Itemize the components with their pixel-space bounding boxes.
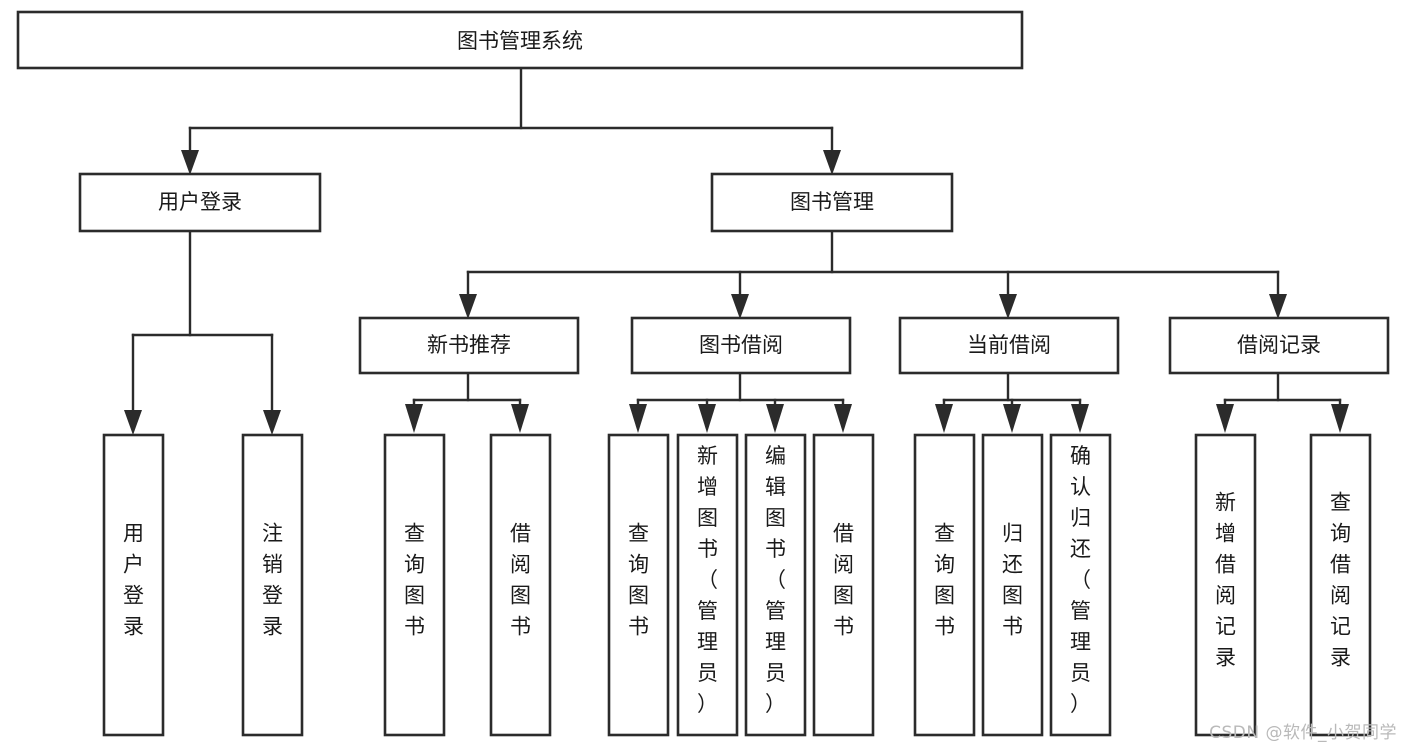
- node-leaf-query-book-3-box[interactable]: [913, 433, 976, 737]
- node-leaf-logout-login[interactable]: [241, 433, 304, 737]
- node-leaf-user-login-box[interactable]: [102, 433, 165, 737]
- node-leaf-add-book-label: 新增图书（管理员）: [697, 444, 718, 716]
- node-leaf-query-book-1-box[interactable]: [383, 433, 446, 737]
- arrow-head-leaf-add-book: [698, 404, 716, 433]
- node-leaf-query-book-3[interactable]: [913, 433, 976, 737]
- svg-text:编辑图书（管理员）: 编辑图书（管理员）: [765, 444, 786, 716]
- svg-text:查询图书: 查询图书: [934, 522, 955, 639]
- arrow-head-leaf-borrow-book-2: [834, 404, 852, 433]
- arrow-head-leaf-confirm-return: [1071, 404, 1089, 433]
- node-leaf-edit-book-label: 编辑图书（管理员）: [765, 444, 786, 716]
- arrow-head-leaf-query-book-2: [629, 404, 647, 433]
- node-borrow-record[interactable]: 借阅记录: [1168, 316, 1390, 375]
- node-leaf-borrow-book-1[interactable]: [489, 433, 552, 737]
- arrow-head-leaf-query-record: [1331, 404, 1349, 433]
- node-user-login-box[interactable]: [78, 172, 322, 233]
- arrow-head-leaf-query-book-1: [405, 404, 423, 433]
- node-book-manage-label: 图书管理: [790, 190, 874, 214]
- node-user-login[interactable]: 用户登录: [78, 172, 322, 233]
- node-leaf-confirm-return[interactable]: [1049, 433, 1112, 737]
- node-borrow-record-box[interactable]: [1168, 316, 1390, 375]
- node-new-book-rec[interactable]: 新书推荐: [358, 316, 580, 375]
- node-leaf-borrow-book-2-box[interactable]: [812, 433, 875, 737]
- arrow-head-leaf-return-book: [1003, 404, 1021, 433]
- node-current-borrow[interactable]: 当前借阅: [898, 316, 1120, 375]
- node-user-login-label: 用户登录: [158, 190, 242, 214]
- node-leaf-confirm-return-box[interactable]: [1049, 433, 1112, 737]
- node-book-borrow[interactable]: 图书借阅: [630, 316, 852, 375]
- node-root-box[interactable]: [16, 10, 1024, 70]
- node-leaf-query-record[interactable]: [1309, 433, 1372, 737]
- node-book-borrow-label: 图书借阅: [699, 333, 783, 357]
- node-leaf-add-book[interactable]: [676, 433, 739, 737]
- arrow-head-leaf-add-record: [1216, 404, 1234, 433]
- node-new-book-rec-box[interactable]: [358, 316, 580, 375]
- node-root[interactable]: 图书管理系统: [16, 10, 1024, 70]
- node-leaf-return-book-label: 归还图书: [1002, 522, 1023, 639]
- node-leaf-return-book[interactable]: [981, 433, 1044, 737]
- arrow-head-leaf-borrow-book-1: [511, 404, 529, 433]
- svg-text:新增图书（管理员）: 新增图书（管理员）: [697, 444, 718, 716]
- svg-text:借阅图书: 借阅图书: [833, 522, 854, 639]
- node-leaf-user-login-label: 用户登录: [123, 522, 144, 639]
- arrow-head-book-borrow: [731, 294, 749, 319]
- svg-text:查询借阅记录: 查询借阅记录: [1330, 491, 1351, 670]
- svg-text:归还图书: 归还图书: [1002, 522, 1023, 639]
- node-leaf-query-record-box[interactable]: [1309, 433, 1372, 737]
- node-new-book-rec-label: 新书推荐: [427, 333, 511, 357]
- node-borrow-record-label: 借阅记录: [1237, 333, 1321, 357]
- node-leaf-add-record-label: 新增借阅记录: [1215, 491, 1236, 670]
- node-leaf-query-book-2-box[interactable]: [607, 433, 670, 737]
- arrow-head-book-manage: [823, 150, 841, 175]
- arrow-head-user-login: [181, 150, 199, 175]
- leaf-label-layer: 用户登录 注销登录 查询图书 借阅图书 查询图书 新增图书（管理员） 编辑图书（管理员） 借阅…: [123, 444, 1351, 716]
- node-leaf-borrow-book-1-box[interactable]: [489, 433, 552, 737]
- node-leaf-add-record-box[interactable]: [1194, 433, 1257, 737]
- node-root-label: 图书管理系统: [457, 29, 583, 53]
- arrow-head-leaf-user-login: [124, 410, 142, 435]
- connector-layer: [124, 66, 1349, 435]
- node-leaf-borrow-book-2[interactable]: [812, 433, 875, 737]
- node-current-borrow-box[interactable]: [898, 316, 1120, 375]
- csdn-watermark: CSDN @软件_小贺同学: [1209, 723, 1397, 743]
- svg-text:注销登录: 注销登录: [262, 522, 283, 639]
- arrow-head-leaf-edit-book: [766, 404, 784, 433]
- node-leaf-confirm-return-label: 确认归还（管理员）: [1070, 444, 1091, 716]
- node-current-borrow-label: 当前借阅: [967, 333, 1051, 357]
- node-leaf-query-book-1[interactable]: [383, 433, 446, 737]
- node-leaf-query-book-1-label: 查询图书: [404, 522, 425, 639]
- node-book-manage[interactable]: 图书管理: [710, 172, 954, 233]
- node-leaf-borrow-book-1-label: 借阅图书: [510, 522, 531, 639]
- arrow-head-borrow-record: [1269, 294, 1287, 319]
- svg-text:查询图书: 查询图书: [628, 522, 649, 639]
- arrow-head-leaf-logout-login: [263, 410, 281, 435]
- arrow-head-leaf-query-book-3: [935, 404, 953, 433]
- node-book-manage-box[interactable]: [710, 172, 954, 233]
- node-leaf-edit-book-box[interactable]: [744, 433, 807, 737]
- svg-text:用户登录: 用户登录: [123, 522, 144, 639]
- node-leaf-user-login[interactable]: [102, 433, 165, 737]
- arrow-head-current-borrow: [999, 294, 1017, 319]
- node-leaf-query-book-2[interactable]: [607, 433, 670, 737]
- svg-text:查询图书: 查询图书: [404, 522, 425, 639]
- node-leaf-logout-login-box[interactable]: [241, 433, 304, 737]
- svg-text:新增借阅记录: 新增借阅记录: [1215, 491, 1236, 670]
- node-leaf-query-book-3-label: 查询图书: [934, 522, 955, 639]
- node-leaf-return-book-box[interactable]: [981, 433, 1044, 737]
- node-leaf-query-record-label: 查询借阅记录: [1330, 491, 1351, 670]
- svg-text:确认归还（管理员）: 确认归还（管理员）: [1070, 444, 1091, 716]
- node-leaf-edit-book[interactable]: [744, 433, 807, 737]
- svg-text:借阅图书: 借阅图书: [510, 522, 531, 639]
- node-leaf-add-book-box[interactable]: [676, 433, 739, 737]
- node-leaf-borrow-book-2-label: 借阅图书: [833, 522, 854, 639]
- arrow-head-new-book-rec: [459, 294, 477, 319]
- node-leaf-query-book-2-label: 查询图书: [628, 522, 649, 639]
- node-book-borrow-box[interactable]: [630, 316, 852, 375]
- node-leaf-logout-login-label: 注销登录: [262, 522, 283, 639]
- node-leaf-add-record[interactable]: [1194, 433, 1257, 737]
